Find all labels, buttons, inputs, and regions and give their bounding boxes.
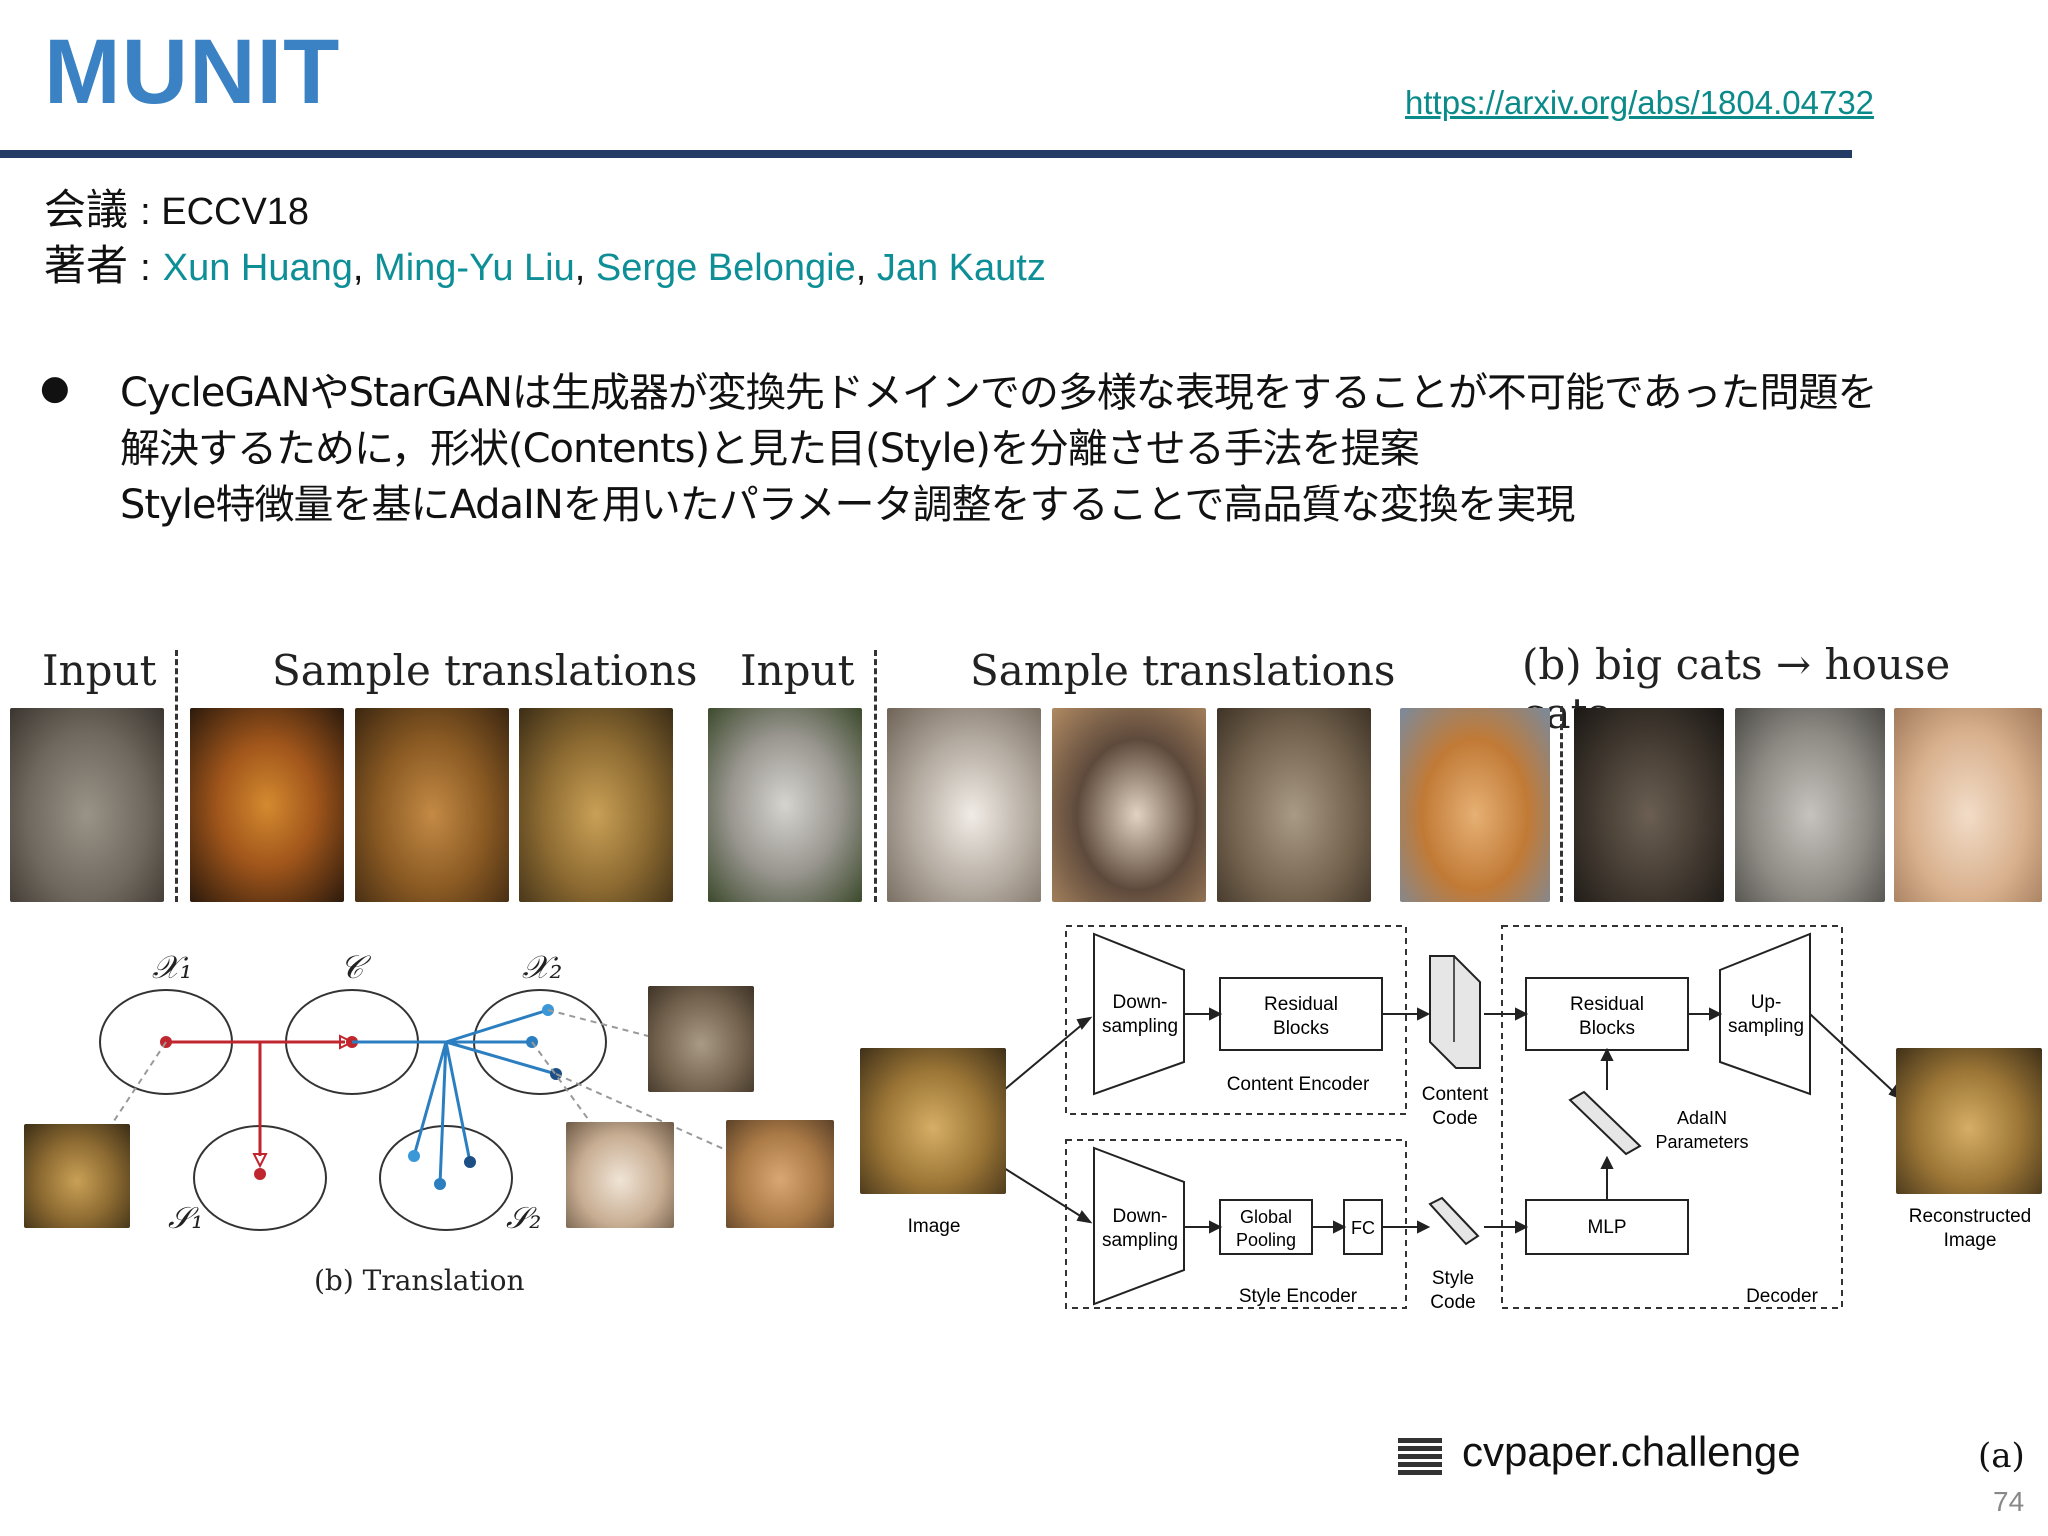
input-heading: Input xyxy=(42,646,157,695)
page-number: 74 xyxy=(1993,1486,2025,1517)
x2-label: 𝒳₂ xyxy=(522,948,562,986)
authors-separator: : xyxy=(140,247,151,289)
style-encoder-label: Style Encoder xyxy=(1239,1286,1358,1307)
x1-label: 𝒳₁ xyxy=(152,948,192,986)
author-link[interactable]: Jan Kautz xyxy=(876,247,1046,289)
bullet-marker: ● xyxy=(40,368,70,408)
svg-text:MLP: MLP xyxy=(1587,1217,1626,1238)
svg-text:sampling: sampling xyxy=(1102,1230,1178,1251)
figure-tag: (a) xyxy=(1978,1436,2025,1476)
snow-leopard-photo xyxy=(708,708,862,902)
separator xyxy=(1560,706,1563,902)
adain-block xyxy=(1568,1090,1642,1156)
gray-cat-photo xyxy=(1735,708,1885,902)
conference-row: 会議 : ECCV18 xyxy=(44,176,309,237)
authors-label: 著者 xyxy=(44,241,129,290)
arxiv-link[interactable]: https://arxiv.org/abs/1804.04732 xyxy=(1405,84,1875,121)
svg-text:Style: Style xyxy=(1432,1268,1474,1289)
style-encoder-box xyxy=(1065,1139,1407,1309)
svg-text:Down-: Down- xyxy=(1113,992,1168,1013)
author-link[interactable]: Xun Huang xyxy=(162,247,353,289)
lion-photo xyxy=(355,708,509,902)
tiger-photo xyxy=(190,708,344,902)
svg-text:Down-: Down- xyxy=(1113,1206,1168,1227)
cream-cat-photo xyxy=(1894,708,2042,902)
translation-diagram: 𝒳₁ 𝒞 𝒳₂ 𝒮₁ 𝒮₂ (b) Translation xyxy=(99,948,727,1297)
svg-text:Parameters: Parameters xyxy=(1655,1132,1748,1152)
style-downsampling xyxy=(1093,1146,1185,1306)
content-downsampling xyxy=(1093,932,1185,1096)
separator xyxy=(874,650,877,902)
sample-translations-heading: Sample translations xyxy=(970,646,1396,695)
author-link[interactable]: Ming-Yu Liu xyxy=(374,247,575,289)
conference-label: 会議 xyxy=(44,185,129,234)
svg-text:AdaIN: AdaIN xyxy=(1677,1108,1727,1128)
svg-text:Code: Code xyxy=(1432,1108,1477,1129)
kitten-photo xyxy=(887,708,1041,902)
jaguar-input-photo xyxy=(860,1048,1006,1194)
authors-row: 著者 : Xun Huang, Ming-Yu Liu, Serge Belon… xyxy=(44,241,1046,290)
s1-label: 𝒮₁ xyxy=(168,1201,203,1236)
s2-set xyxy=(379,1125,513,1231)
svg-text:Up-: Up- xyxy=(1751,992,1782,1013)
summary-line: Style特徴量を基にAdaINを用いたパラメータ調整をすることで高品質な変換を… xyxy=(120,482,1575,528)
tabby-output-photo xyxy=(648,986,754,1092)
svg-text:Residual: Residual xyxy=(1264,994,1338,1015)
svg-text:Blocks: Blocks xyxy=(1273,1018,1329,1039)
svg-text:Global: Global xyxy=(1240,1207,1292,1227)
input-heading: Input xyxy=(740,646,855,695)
cvpaper-logo-text: cvpaper.challenge xyxy=(1462,1428,1801,1475)
leopard-photo xyxy=(519,708,673,902)
decoder-residual-blocks xyxy=(1525,977,1689,1051)
decoder-box xyxy=(1501,925,1843,1309)
jaguar-reconstructed-photo xyxy=(1896,1048,2042,1194)
c-label: 𝒞 xyxy=(340,948,372,986)
header-rule xyxy=(0,150,1852,158)
cvpaper-logo-icon xyxy=(1398,1438,1442,1475)
dark-cat-photo xyxy=(1574,708,1724,902)
svg-text:Image: Image xyxy=(1944,1230,1997,1251)
summary-line: CycleGANやStarGANは生成器が変換先ドメインでの多様な表現をすること… xyxy=(120,370,1878,416)
svg-text:Residual: Residual xyxy=(1570,994,1644,1015)
house-cat-photo xyxy=(10,708,164,902)
svg-text:Code: Code xyxy=(1430,1292,1475,1313)
siamese-photo xyxy=(1052,708,1206,902)
mlp-block xyxy=(1525,1199,1689,1255)
decoder-label: Decoder xyxy=(1746,1286,1818,1307)
ginger-output-photo xyxy=(726,1120,834,1228)
content-encoder-label: Content Encoder xyxy=(1227,1074,1370,1095)
svg-text:FC: FC xyxy=(1351,1218,1375,1238)
style-code-block xyxy=(1428,1196,1480,1246)
leopard-input-photo xyxy=(24,1124,130,1228)
slide-title: MUNIT xyxy=(44,21,341,123)
fc-layer xyxy=(1343,1199,1383,1255)
content-code-block xyxy=(1429,955,1481,1069)
s2-label: 𝒮₂ xyxy=(506,1201,541,1236)
svg-text:sampling: sampling xyxy=(1728,1016,1804,1037)
upsampling xyxy=(1719,932,1811,1096)
conference-value: : ECCV18 xyxy=(140,191,310,233)
svg-text:Blocks: Blocks xyxy=(1579,1018,1635,1039)
tabby-photo xyxy=(1217,708,1371,902)
svg-text:sampling: sampling xyxy=(1102,1016,1178,1037)
author-link[interactable]: Serge Belongie xyxy=(595,247,856,289)
svg-text:Reconstructed: Reconstructed xyxy=(1909,1206,2032,1227)
svg-text:Pooling: Pooling xyxy=(1236,1230,1296,1250)
sample-translations-heading: Sample translations xyxy=(272,646,698,695)
separator xyxy=(175,650,178,902)
content-encoder-box xyxy=(1065,925,1407,1115)
siamese-output-photo xyxy=(566,1122,674,1228)
svg-text:Content: Content xyxy=(1422,1084,1489,1105)
corgi-photo xyxy=(1400,708,1550,902)
architecture-diagram: Down- sampling Residual Blocks Content E… xyxy=(908,925,2032,1313)
image-label: Image xyxy=(908,1216,961,1237)
translation-caption: (b) Translation xyxy=(314,1264,525,1297)
summary-line: 解決するために，形状(Contents)と見た目(Style)を分離させる手法を… xyxy=(120,426,1420,472)
